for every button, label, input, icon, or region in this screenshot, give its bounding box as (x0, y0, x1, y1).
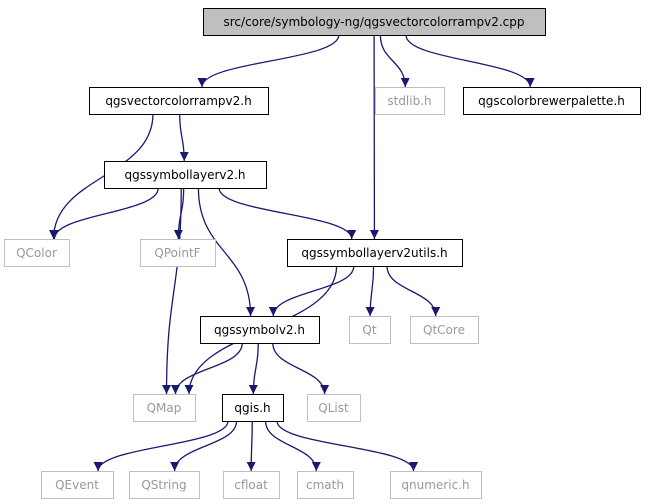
node-qmap-label: QMap (147, 401, 182, 415)
edge-sl2u-to-qtcore (386, 265, 441, 317)
node-qevent-box (41, 471, 114, 499)
node-qtcore-label: QtCore (423, 323, 465, 337)
node-brewer-box (463, 87, 641, 115)
node-qpointf-label: QPointF (154, 246, 200, 260)
node-qevent: QEvent (41, 471, 114, 499)
node-vcr[interactable]: qgsvectorcolorrampv2.h (89, 87, 269, 115)
nodes-layer: src/core/symbology-ng/qgsvectorcolorramp… (4, 8, 641, 499)
node-qcolor: QColor (4, 239, 70, 267)
node-qgis-label: qgis.h (234, 401, 270, 415)
node-qstring: QString (129, 471, 200, 499)
node-stdlib: stdlib.h (375, 87, 445, 115)
node-qt: Qt (349, 316, 391, 344)
node-qgis-box (222, 394, 284, 422)
edge-qgis-to-qnumeric (276, 420, 418, 472)
edge-sym2-to-qgis (248, 342, 259, 395)
node-qlist: QList (307, 394, 361, 422)
node-qtcore-box (410, 316, 479, 344)
edge-sl2-to-qmap (162, 187, 182, 395)
edge-qgis-to-qevent (93, 420, 229, 472)
node-qlist-box (307, 394, 361, 422)
node-qcolor-box (4, 239, 70, 267)
node-cfloat: cfloat (223, 471, 280, 499)
edge-sym2-to-qlist (272, 342, 330, 395)
node-sl2u-box (287, 239, 463, 267)
edge-sl2-to-qcolor (49, 187, 159, 240)
edge-sl2-to-sym2 (197, 187, 256, 317)
edge-sl2u-to-qt (365, 265, 375, 317)
edge-root-to-brewer (405, 34, 535, 88)
node-qt-box (349, 316, 391, 344)
edge-root-to-vcr (197, 34, 340, 88)
node-vcr-label: qgsvectorcolorrampv2.h (105, 94, 251, 108)
node-sl2-label: qgssymbollayerv2.h (124, 168, 245, 182)
node-qmap-box (133, 394, 196, 422)
node-qcolor-label: QColor (16, 246, 57, 260)
node-sl2u[interactable]: qgssymbollayerv2utils.h (287, 239, 463, 267)
edge-sym2-to-qmap (170, 342, 243, 395)
node-root-label: src/core/symbology-ng/qgsvectorcolorramp… (224, 15, 525, 29)
node-cfloat-label: cfloat (234, 478, 268, 492)
node-brewer-label: qgscolorbrewerpalette.h (478, 94, 625, 108)
node-vcr-box (89, 87, 269, 115)
node-qtcore: QtCore (410, 316, 479, 344)
node-qpointf-box (140, 239, 216, 267)
node-cmath-label: cmath (306, 478, 344, 492)
node-stdlib-label: stdlib.h (387, 94, 431, 108)
node-cmath-box (297, 471, 354, 499)
node-qnumeric-box (390, 471, 482, 499)
node-qlist-label: QList (318, 401, 349, 415)
node-qnumeric-label: qnumeric.h (401, 478, 469, 492)
node-qt-label: Qt (362, 323, 376, 337)
node-cfloat-box (223, 471, 280, 499)
node-root[interactable]: src/core/symbology-ng/qgsvectorcolorramp… (203, 8, 546, 36)
edge-qgis-to-cmath (264, 420, 321, 472)
node-qpointf: QPointF (140, 239, 216, 267)
node-sym2-box (200, 316, 320, 344)
node-sl2u-label: qgssymbollayerv2utils.h (301, 246, 447, 260)
edge-vcr-to-qcolor (49, 113, 154, 240)
edge-root-to-stdlib (379, 34, 410, 88)
node-qstring-box (129, 471, 200, 499)
node-brewer[interactable]: qgscolorbrewerpalette.h (463, 87, 641, 115)
node-qnumeric: qnumeric.h (390, 471, 482, 499)
node-qgis[interactable]: qgis.h (222, 394, 284, 422)
node-qstring-label: QString (141, 478, 186, 492)
edge-sl2-to-sl2u (218, 187, 357, 240)
edge-qgis-to-cfloat (246, 420, 256, 472)
edge-sl2u-to-sym2 (268, 265, 355, 317)
edge-vcr-to-sl2 (179, 113, 189, 162)
node-sym2-label: qgssymbolv2.h (214, 323, 305, 337)
node-cmath: cmath (297, 471, 354, 499)
node-sl2-box (104, 161, 267, 189)
edge-qgis-to-qstring (170, 420, 238, 472)
node-qevent-label: QEvent (55, 478, 99, 492)
node-stdlib-box (375, 87, 445, 115)
edges-layer (49, 34, 535, 472)
node-qmap: QMap (133, 394, 196, 422)
node-sym2[interactable]: qgssymbolv2.h (200, 316, 320, 344)
node-root-box (203, 8, 546, 36)
node-sl2[interactable]: qgssymbollayerv2.h (104, 161, 267, 189)
